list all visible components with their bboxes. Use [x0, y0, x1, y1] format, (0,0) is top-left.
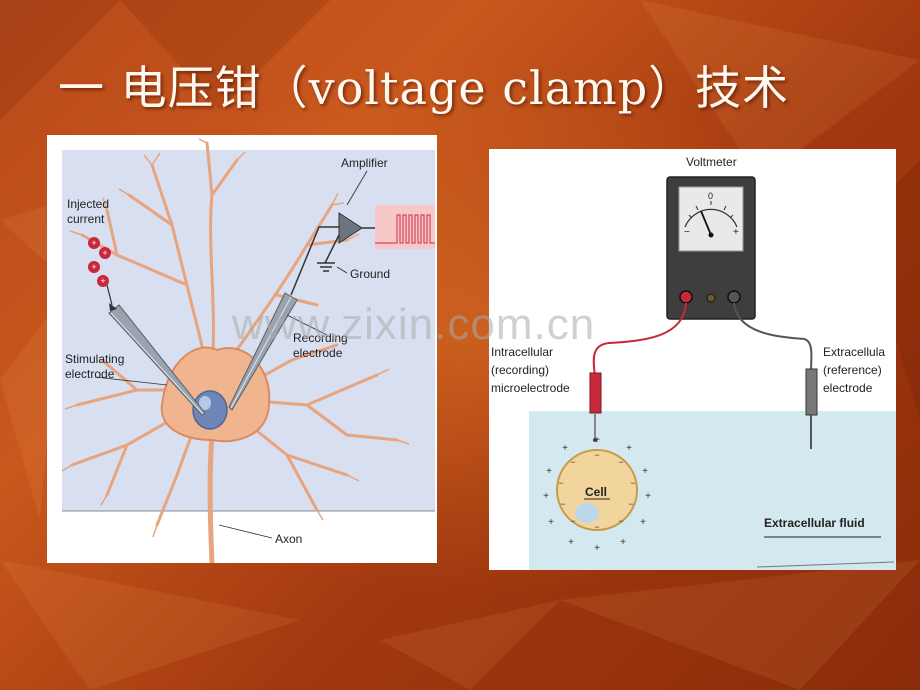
intracellular-microelectrode — [589, 372, 602, 442]
svg-text:+: + — [546, 466, 552, 477]
intracellular-label-2: (recording) — [491, 363, 549, 377]
svg-text:−: − — [630, 478, 635, 488]
slide-title: 一 电压钳（voltage clamp）技术 — [58, 61, 790, 115]
meter-plus: + — [733, 227, 739, 238]
svg-text:−: − — [594, 450, 599, 460]
reference-electrode — [805, 368, 818, 449]
recording-electrode-label-2: electrode — [293, 346, 343, 360]
red-wire — [592, 302, 687, 378]
svg-text:+: + — [640, 517, 646, 528]
extracellular-fluid-label: Extracellular fluid — [764, 516, 865, 530]
recording-electrode-label-1: Recording — [293, 331, 348, 345]
svg-text:+: + — [102, 248, 107, 258]
black-wire — [733, 302, 813, 372]
stimulating-electrode — [108, 304, 206, 416]
intracellular-label-1: Intracellular — [491, 345, 553, 359]
svg-text:−: − — [570, 516, 575, 526]
ground-label: Ground — [350, 267, 390, 281]
svg-text:+: + — [91, 238, 96, 248]
svg-text:−: − — [618, 457, 623, 467]
recording-electrode — [228, 292, 298, 411]
svg-text:+: + — [91, 262, 96, 272]
red-terminal — [679, 290, 693, 304]
figure-panel — [62, 150, 435, 511]
svg-text:−: − — [560, 499, 565, 509]
amplifier-label: Amplifier — [341, 156, 388, 170]
stimulating-electrode-label-2: electrode — [65, 367, 115, 381]
svg-text:+: + — [562, 443, 568, 454]
neuron-electrode-figure: ++ ++ Amplifier Injected current Ground … — [47, 135, 437, 563]
meter-minus: − — [684, 227, 690, 238]
svg-text:+: + — [100, 276, 105, 286]
svg-text:−: − — [558, 478, 563, 488]
svg-text:−: − — [618, 516, 623, 526]
injected-current-label-2: current — [67, 212, 105, 226]
voltmeter-device: 0 − + — [666, 176, 756, 320]
svg-text:+: + — [548, 517, 554, 528]
svg-text:+: + — [645, 491, 651, 502]
svg-text:−: − — [628, 499, 633, 509]
voltmeter-label: Voltmeter — [686, 155, 737, 169]
svg-text:+: + — [626, 443, 632, 454]
axon-label: Axon — [275, 532, 302, 546]
cell-body: −−− −− −− −−− +++ ++ ++ ++ +++ — [543, 435, 651, 554]
voltmeter-cell-figure: 0 − + −−− −− −− — [489, 149, 896, 570]
black-terminal — [727, 290, 741, 304]
ground-symbol — [317, 262, 335, 272]
svg-text:+: + — [642, 466, 648, 477]
svg-text:+: + — [620, 537, 626, 548]
stimulating-electrode-label-1: Stimulating — [65, 352, 124, 366]
extracellular-electrode-label-2: (reference) — [823, 363, 882, 377]
svg-text:−: − — [594, 522, 599, 532]
recording-trace — [375, 205, 435, 249]
axon — [207, 434, 215, 563]
svg-text:−: − — [570, 457, 575, 467]
cell-label: Cell — [585, 485, 607, 499]
intracellular-label-3: microelectrode — [491, 381, 570, 395]
svg-text:+: + — [594, 543, 600, 554]
svg-text:+: + — [594, 435, 600, 446]
amplifier-symbol — [338, 212, 363, 244]
svg-text:+: + — [568, 537, 574, 548]
injected-current-label-1: Injected — [67, 197, 109, 211]
extracellular-electrode-label-1: Extracellula — [823, 345, 885, 359]
meter-zero: 0 — [708, 191, 713, 201]
svg-text:+: + — [543, 491, 549, 502]
injected-current-charges: + + + + — [88, 237, 111, 287]
meter-needle — [700, 210, 712, 236]
extracellular-electrode-label-3: electrode — [823, 381, 873, 395]
